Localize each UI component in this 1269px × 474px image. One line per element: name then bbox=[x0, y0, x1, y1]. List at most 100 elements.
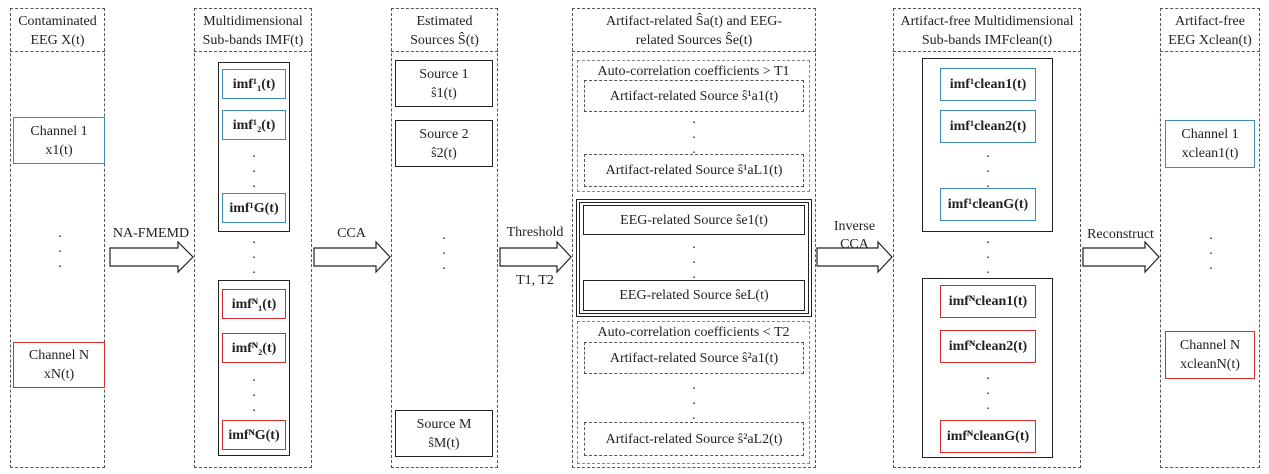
clean-imf-label: imf¹clean1(t) bbox=[949, 77, 1027, 92]
imf-box: imf¹₁(t) bbox=[222, 69, 286, 99]
vertical-ellipsis: . . . bbox=[252, 146, 256, 191]
step-label-threshold: Threshold bbox=[506, 225, 564, 240]
imf-group-channel-n bbox=[218, 280, 290, 456]
title-separator bbox=[391, 51, 498, 52]
channel-signal: x1(t) bbox=[45, 142, 73, 158]
channel-signal: xN(t) bbox=[43, 367, 75, 382]
imf-box: imf¹₂(t) bbox=[222, 110, 286, 140]
step-label-thresholds: T1, T2 bbox=[516, 273, 554, 288]
autocorrelation-header-top: Auto-correlation coefficients > T1 bbox=[597, 64, 790, 79]
vertical-ellipsis: . . . bbox=[986, 368, 990, 413]
title-separator bbox=[572, 51, 816, 52]
column-contaminated-eeg bbox=[10, 8, 105, 468]
artifact-source-label: Artifact-related Source ŝ²aL2(t) bbox=[605, 431, 783, 447]
step-label-cca: CCA bbox=[337, 226, 366, 241]
eeg-source-box: EEG-related Source ŝeL(t) bbox=[583, 280, 805, 311]
vertical-ellipsis: . . . bbox=[692, 112, 696, 157]
channel-name: Channel N bbox=[1179, 338, 1241, 353]
column-clean-eeg bbox=[1160, 8, 1260, 468]
clean-imf-box: imf¹clean1(t) bbox=[940, 68, 1036, 101]
title-artifact-eeg-sources: Artifact-related Ŝa(t) and EEG- related … bbox=[572, 12, 816, 50]
imf-box: imfᴺ₂(t) bbox=[222, 333, 286, 363]
vertical-ellipsis: . . . bbox=[692, 237, 696, 282]
source-signal: ŝ1(t) bbox=[431, 85, 457, 101]
title-separator bbox=[1160, 51, 1260, 52]
title-multidimensional-subbands: Multidimensional Sub-bands IMF(t) bbox=[194, 12, 312, 50]
title-line: Sources Ŝ(t) bbox=[410, 33, 479, 48]
clean-channel-1-box: Channel 1 xclean1(t) bbox=[1165, 120, 1255, 168]
column-clean-subbands bbox=[893, 8, 1081, 468]
vertical-ellipsis: . . . bbox=[986, 146, 990, 191]
source-signal: ŝ2(t) bbox=[431, 145, 457, 161]
autocorrelation-header-bottom: Auto-correlation coefficients < T2 bbox=[597, 325, 790, 340]
title-line: Artifact-free Multidimensional bbox=[900, 14, 1074, 29]
source-name: Source M bbox=[416, 416, 472, 432]
step-label-na-fmemd: NA-FMEMD bbox=[112, 226, 190, 241]
arrow-inverse-cca bbox=[816, 240, 893, 274]
eeg-source-label: EEG-related Source ŝeL(t) bbox=[619, 288, 769, 303]
artifact-source-box: Artifact-related Source ŝ¹a1(t) bbox=[584, 80, 804, 112]
column-multidimensional-subbands bbox=[194, 8, 312, 468]
title-line: Artifact-related Ŝa(t) and EEG- bbox=[605, 14, 783, 29]
title-line: Multidimensional bbox=[203, 14, 303, 29]
imf-label: imfᴺ₂(t) bbox=[231, 340, 277, 356]
vertical-ellipsis: . . . bbox=[252, 370, 256, 415]
step-label-reconstruct: Reconstruct bbox=[1087, 227, 1154, 242]
clean-imf-box: imf¹cleanG(t) bbox=[940, 188, 1036, 221]
imf-box: imf¹G(t) bbox=[222, 193, 286, 223]
clean-imf-label: imfᴺclean1(t) bbox=[948, 294, 1028, 309]
imf-label: imfᴺ₁(t) bbox=[231, 296, 277, 312]
artifact-source-label: Artifact-related Source ŝ¹aL1(t) bbox=[605, 163, 783, 178]
title-line: EEG Xclean(t) bbox=[1168, 33, 1252, 48]
channel-signal: xcleanN(t) bbox=[1180, 357, 1240, 372]
artifact-source-label: Artifact-related Source ŝ²a1(t) bbox=[609, 350, 779, 366]
artifact-source-box: Artifact-related Source ŝ²aL2(t) bbox=[584, 422, 804, 456]
vertical-ellipsis: . . . bbox=[442, 228, 446, 273]
imf-label: imfᴺG(t) bbox=[228, 427, 280, 443]
source-box: Source 1 ŝ1(t) bbox=[395, 60, 493, 107]
arrow-na-fmemd bbox=[109, 240, 194, 274]
column-artifact-eeg-sources bbox=[572, 8, 816, 468]
arrow-reconstruct bbox=[1082, 240, 1160, 274]
source-signal: ŝM(t) bbox=[428, 435, 460, 451]
arrow-cca bbox=[313, 240, 391, 274]
vertical-ellipsis: . . . bbox=[1209, 228, 1213, 273]
title-contaminated-eeg: Contaminated EEG X(t) bbox=[10, 12, 105, 50]
imf-group-channel-1 bbox=[218, 62, 290, 232]
imf-box: imfᴺG(t) bbox=[222, 420, 286, 450]
title-line: Estimated bbox=[416, 14, 473, 29]
title-line: related Sources Ŝe(t) bbox=[635, 33, 753, 48]
clean-imf-box: imfᴺcleanG(t) bbox=[940, 420, 1036, 453]
title-line: Sub-bands IMFclean(t) bbox=[921, 33, 1053, 48]
clean-channel-n-box: Channel N xcleanN(t) bbox=[1165, 331, 1255, 379]
imf-box: imfᴺ₁(t) bbox=[222, 289, 286, 319]
vertical-ellipsis: . . . bbox=[252, 232, 256, 277]
source-name: Source 1 bbox=[419, 66, 469, 82]
artifact-group-bottom bbox=[577, 321, 810, 464]
eeg-source-label: EEG-related Source ŝe1(t) bbox=[620, 212, 768, 228]
source-name: Source 2 bbox=[419, 126, 469, 142]
clean-imf-box: imf¹clean2(t) bbox=[940, 110, 1036, 143]
clean-imf-label: imf¹clean2(t) bbox=[949, 119, 1027, 134]
artifact-source-label: Artifact-related Source ŝ¹a1(t) bbox=[609, 88, 779, 104]
imf-label: imf¹G(t) bbox=[229, 200, 279, 216]
source-box: Source M ŝM(t) bbox=[395, 410, 493, 457]
artifact-group-top bbox=[577, 60, 810, 192]
clean-imf-group-channel-n bbox=[922, 278, 1053, 458]
clean-imf-box: imfᴺclean2(t) bbox=[940, 330, 1036, 363]
clean-imf-label: imfᴺclean2(t) bbox=[948, 339, 1028, 354]
channel-name: Channel N bbox=[28, 348, 90, 363]
clean-imf-label: imfᴺcleanG(t) bbox=[946, 429, 1030, 444]
artifact-source-box: Artifact-related Source ŝ¹aL1(t) bbox=[584, 154, 804, 187]
title-line: EEG X(t) bbox=[30, 33, 85, 48]
title-line: Contaminated bbox=[18, 14, 97, 29]
vertical-ellipsis: . . . bbox=[58, 226, 62, 271]
source-box: Source 2 ŝ2(t) bbox=[395, 120, 493, 167]
title-clean-subbands: Artifact-free Multidimensional Sub-bands… bbox=[893, 12, 1081, 50]
channel-n-box: Channel N xN(t) bbox=[13, 342, 105, 388]
eeg-source-group bbox=[576, 199, 812, 317]
title-estimated-sources: Estimated Sources Ŝ(t) bbox=[391, 12, 498, 50]
clean-imf-box: imfᴺclean1(t) bbox=[940, 285, 1036, 318]
imf-label: imf¹₁(t) bbox=[232, 76, 276, 92]
